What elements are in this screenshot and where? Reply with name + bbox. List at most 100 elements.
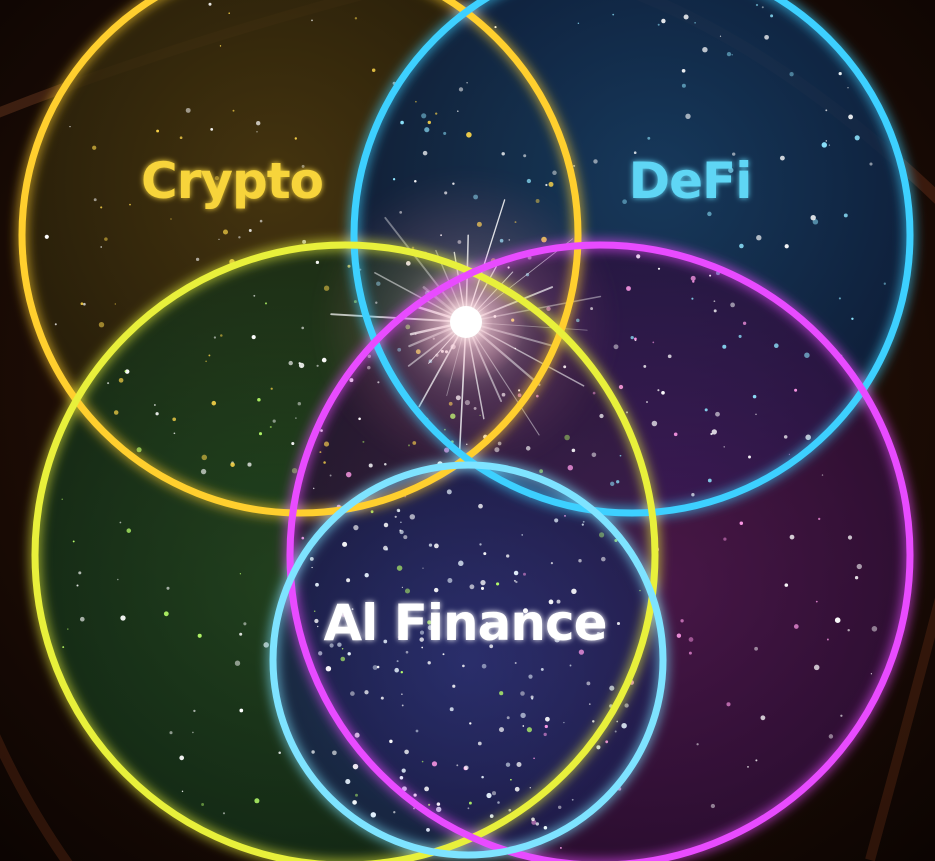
- sparkle: [172, 417, 177, 422]
- sparkle: [394, 667, 400, 673]
- sparkle: [616, 720, 619, 723]
- sparkle: [667, 354, 672, 359]
- sparkle: [421, 113, 427, 119]
- sparkle: [567, 464, 574, 471]
- sparkle: [646, 401, 648, 403]
- sparkle: [747, 766, 749, 768]
- sparkle: [522, 725, 525, 727]
- sparkle: [692, 280, 695, 283]
- sparkle: [457, 110, 459, 112]
- sparkle: [424, 786, 430, 792]
- sparkle: [72, 540, 75, 543]
- sparkle: [54, 323, 57, 326]
- sparkle: [219, 45, 222, 47]
- sparkle: [598, 532, 605, 538]
- sparkle: [288, 360, 293, 366]
- sparkle: [370, 812, 377, 818]
- sparkle: [163, 611, 169, 617]
- sparkle: [578, 558, 582, 563]
- sparkle: [404, 588, 411, 594]
- sparkle: [828, 734, 834, 739]
- sparkle: [256, 121, 261, 126]
- sparkle: [531, 819, 537, 825]
- sparkle: [234, 660, 241, 666]
- sparkle: [76, 584, 79, 587]
- sparkle: [702, 46, 708, 53]
- sparkle: [248, 229, 252, 232]
- sparkle: [214, 176, 219, 181]
- sparkle: [205, 360, 207, 363]
- sparkle: [399, 529, 402, 532]
- sparkle: [578, 649, 585, 655]
- sparkle: [124, 369, 130, 374]
- sparkle: [427, 620, 432, 625]
- sparkle: [397, 636, 400, 639]
- sparkle: [230, 462, 235, 467]
- sparkle: [592, 720, 595, 723]
- sparkle: [421, 760, 424, 763]
- sparkle: [468, 801, 472, 805]
- sparkle: [756, 235, 762, 241]
- sparkle: [251, 335, 256, 340]
- sparkle: [826, 638, 829, 641]
- sparkle: [497, 801, 500, 804]
- sparkle: [847, 535, 853, 540]
- sparkle: [433, 587, 439, 593]
- sparkle: [419, 637, 424, 642]
- sparkle: [436, 802, 441, 806]
- sparkle: [413, 793, 417, 797]
- sparkle: [185, 107, 191, 113]
- sparkle: [442, 653, 445, 656]
- sparkle: [458, 560, 464, 567]
- sparkle: [854, 135, 860, 141]
- sparkle: [633, 151, 637, 154]
- sparkle: [456, 764, 459, 767]
- sparkle: [467, 807, 470, 810]
- sparkle: [200, 468, 207, 475]
- defi-circle-ring: [350, 0, 914, 517]
- sparkle: [113, 410, 119, 415]
- sparkle: [383, 639, 388, 644]
- sparkle: [392, 178, 396, 181]
- sparkle: [760, 715, 766, 721]
- sparkle: [368, 463, 373, 468]
- sparkle: [652, 341, 655, 344]
- sparkle: [313, 610, 316, 612]
- sparkle: [394, 515, 397, 518]
- sparkle: [83, 302, 86, 306]
- sparkle: [427, 661, 431, 665]
- sparkle: [691, 493, 695, 497]
- sparkle: [208, 354, 211, 357]
- sparkle: [573, 164, 576, 167]
- sparkle: [710, 803, 716, 809]
- sparkle: [505, 762, 511, 767]
- sparkle: [506, 716, 510, 720]
- sparkle: [545, 716, 550, 722]
- sparkle: [520, 691, 525, 696]
- sparkle: [311, 750, 315, 754]
- sparkle: [315, 582, 319, 587]
- sparkle: [354, 732, 360, 738]
- sparkle: [446, 489, 452, 495]
- sparkle: [345, 471, 352, 478]
- sparkle: [548, 599, 554, 605]
- sparkle: [657, 23, 660, 26]
- sparkle: [385, 548, 389, 551]
- sparkle: [347, 652, 351, 656]
- sparkle: [478, 503, 483, 509]
- sparkle: [789, 72, 794, 77]
- sparkle: [501, 152, 505, 156]
- sparkle: [723, 537, 727, 541]
- sparkle: [779, 155, 785, 161]
- sparkle: [755, 759, 758, 762]
- sparkle: [371, 68, 376, 73]
- sparkle: [616, 621, 621, 626]
- sparkle: [211, 400, 217, 406]
- sparkle: [616, 480, 620, 484]
- sparkle: [554, 637, 560, 643]
- sparkle: [104, 237, 108, 241]
- sparkle: [169, 731, 173, 735]
- sparkle: [610, 481, 615, 486]
- sparkle: [239, 632, 243, 636]
